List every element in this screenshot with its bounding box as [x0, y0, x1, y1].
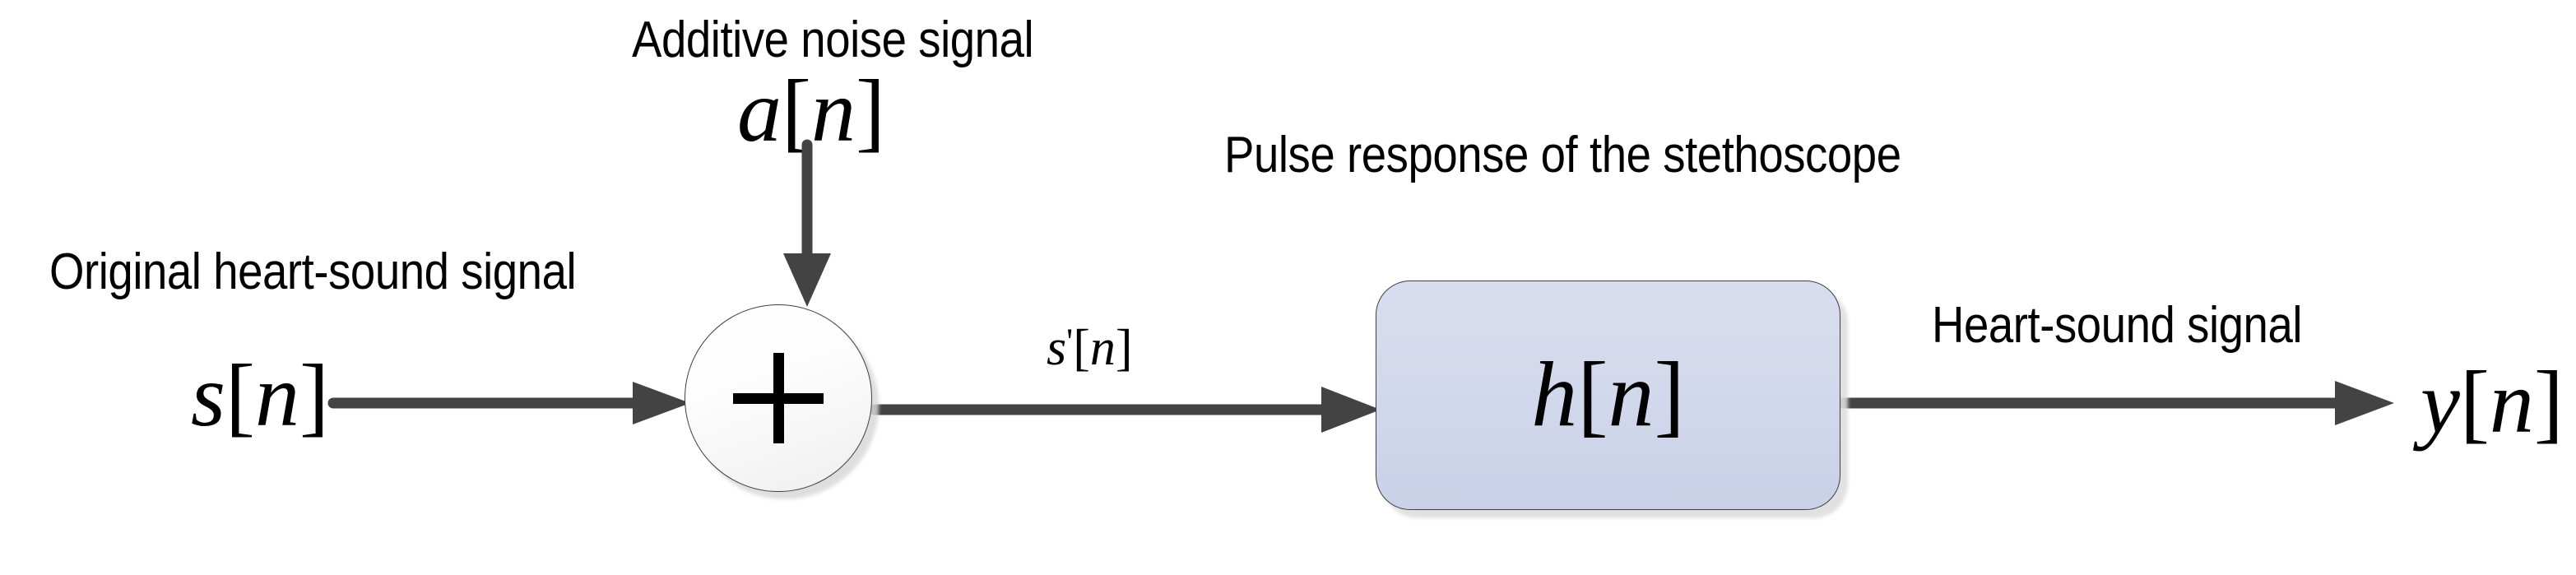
math-label-output-signal: y[n] [2421, 359, 2564, 447]
math-index-n: n [1089, 320, 1116, 376]
connector-input-to-sum [325, 369, 703, 438]
connector-sum-to-system [867, 375, 1387, 444]
math-bracket-close: ] [855, 63, 885, 160]
summation-node[interactable] [685, 304, 879, 499]
math-bracket-close: ] [2533, 354, 2564, 452]
math-bracket-open: [ [1073, 320, 1090, 376]
system-block-label: h[n] [1376, 281, 1840, 510]
math-bracket-close: ] [1115, 320, 1133, 376]
math-label-noise-signal: a[n] [737, 67, 885, 156]
math-bracket-open: [ [225, 347, 255, 445]
system-block-impulse-response[interactable]: h[n] [1376, 281, 1848, 518]
math-symbol-s: s [1047, 320, 1067, 376]
math-label-input-signal: s[n] [191, 352, 329, 441]
math-index-n: n [2489, 354, 2534, 452]
connector-system-to-output [1835, 369, 2402, 438]
math-label-noisy-signal: s'[n] [1047, 322, 1133, 373]
math-index-n: n [1608, 344, 1655, 446]
math-symbol-y: y [2421, 354, 2460, 452]
arrowhead-icon [633, 382, 690, 424]
math-symbol-a: a [737, 63, 782, 160]
math-bracket-open: [ [2459, 354, 2490, 452]
caption-pulse-response-of-the-stethoscope: Pulse response of the stethoscope [1224, 127, 1901, 183]
caption-additive-noise-signal: Additive noise signal [632, 12, 1034, 68]
arrowhead-icon [1321, 387, 1381, 433]
math-bracket-close: ] [299, 347, 329, 445]
system-block-body [1376, 281, 1840, 510]
math-bracket-close: ] [1654, 344, 1685, 446]
plus-icon-vertical-bar [773, 353, 784, 443]
arrowhead-icon [2335, 381, 2394, 425]
math-index-n: n [810, 63, 856, 160]
connector-noise-to-sum [772, 138, 842, 313]
math-index-n: n [255, 347, 299, 445]
math-prime: ' [1066, 320, 1074, 362]
caption-original-heart-sound-signal: Original heart-sound signal [49, 243, 577, 300]
caption-heart-sound-signal: Heart-sound signal [1932, 297, 2303, 354]
arrowhead-icon [783, 253, 831, 307]
math-bracket-open: [ [1577, 344, 1608, 446]
math-symbol-s: s [191, 347, 226, 445]
math-symbol-h: h [1531, 344, 1578, 446]
